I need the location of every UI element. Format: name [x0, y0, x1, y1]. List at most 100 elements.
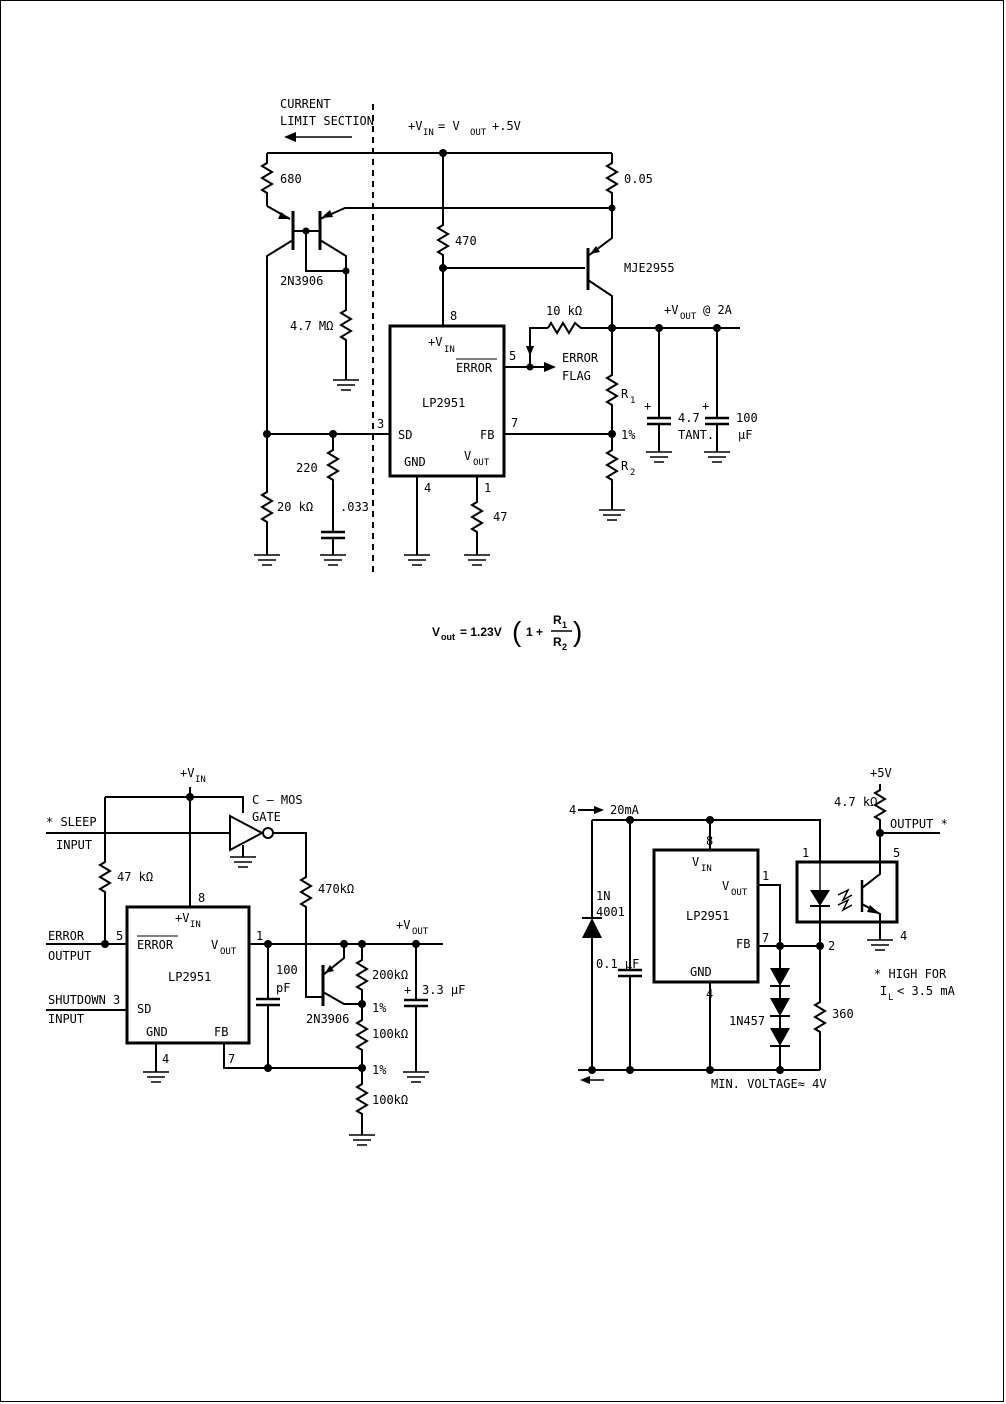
r10k-label: 10 kΩ: [546, 304, 582, 318]
current-label: 20mA: [610, 803, 640, 817]
chip-sd-label: SD: [398, 428, 412, 442]
svg-text:+: +: [644, 399, 651, 413]
svg-text:= 1.23V: = 1.23V: [460, 625, 502, 639]
diode-part-label: 4001: [596, 905, 625, 919]
resistor-680: [260, 153, 274, 206]
transistor-mje2955: [586, 208, 613, 328]
c100pf-label: 100: [276, 963, 298, 977]
r47-label: 47: [493, 510, 507, 524]
lp2951-chip: [652, 848, 760, 984]
r1-label: R: [621, 387, 629, 401]
pin1-opto-label: 1: [802, 846, 809, 860]
svg-text:OUT: OUT: [220, 947, 237, 957]
svg-text:R: R: [553, 613, 562, 627]
svg-text:+V: +V: [180, 766, 194, 780]
c033-label: .033: [340, 500, 369, 514]
svg-text:= V: = V: [438, 119, 460, 133]
svg-text:+: +: [702, 399, 709, 413]
chip-vin-label: +V: [428, 335, 442, 349]
figure-current-limited-regulator: CURRENT LIMIT SECTION +V IN = V OUT +.5V…: [253, 97, 758, 574]
chip-vin-label: +V: [175, 911, 189, 925]
svg-text:IN: IN: [423, 128, 434, 138]
pin2-label: 2: [828, 939, 835, 953]
optocoupler-phototransistor: [860, 862, 881, 940]
vout-label: +V OUT: [396, 918, 429, 937]
resistor-r2: [605, 434, 619, 510]
capacitor-100pf: [256, 944, 280, 1068]
top-wire: [105, 796, 244, 813]
pin1-label: 1: [484, 481, 491, 495]
chip-name: LP2951: [686, 909, 729, 923]
svg-text:+: +: [404, 983, 411, 997]
lp2951-chip: [125, 905, 251, 1045]
capacitor-033: [321, 530, 345, 555]
vin-label: +V IN: [180, 766, 206, 785]
vin-equation-label: +V IN = V OUT +.5V: [408, 119, 521, 138]
svg-text:I: I: [880, 984, 887, 998]
q-label: 2N3906: [306, 1012, 349, 1026]
resistor-360: [813, 946, 827, 1070]
resistor-4-7k: [873, 784, 887, 862]
r470-label: 470: [455, 234, 477, 248]
error-flag-label-2: FLAG: [562, 369, 591, 383]
pin5-label: 5: [509, 349, 516, 363]
svg-text:1 +: 1 +: [526, 625, 543, 639]
pin5-label: 5: [116, 929, 123, 943]
resistor-47: [470, 476, 484, 555]
resistor-470: [436, 153, 450, 326]
error-flag-label: ERROR: [562, 351, 599, 365]
resistor-200k: [355, 944, 369, 1004]
svg-text:+V: +V: [408, 119, 422, 133]
svg-text:+V: +V: [396, 918, 410, 932]
q-pair-label: 2N3906: [280, 274, 323, 288]
c100pf-unit-label: pF: [276, 981, 290, 995]
pin4-label: 4: [162, 1052, 169, 1066]
c100-unit-label: µF: [738, 428, 752, 442]
v5-label: +5V: [870, 766, 892, 780]
lp2951-chip: [388, 324, 506, 478]
c47-label: 4.7: [678, 411, 700, 425]
chip-sd-label: SD: [137, 1002, 151, 1016]
svg-text:OUT: OUT: [473, 458, 490, 468]
c47-tant-label: TANT.: [678, 428, 714, 442]
figure-optocoupler-regulator: +5V 4.7 kΩ OUTPUT * 4 20mA 8 1N 4001: [569, 766, 956, 1091]
cmos-inverter-gate: [229, 814, 274, 857]
svg-text:OUT: OUT: [680, 312, 697, 322]
cmos-gate-label: GATE: [252, 810, 281, 824]
min-voltage-label: MIN. VOLTAGE≈ 4V: [711, 1077, 827, 1091]
pin4-top-label: 4: [569, 803, 576, 817]
pin5-label: 5: [893, 846, 900, 860]
r360-label: 360: [832, 1007, 854, 1021]
pin4-opto-label: 4: [900, 929, 907, 943]
pin3-label: 3: [377, 417, 384, 431]
resistor-0-05: [605, 153, 619, 208]
svg-text:V: V: [432, 625, 440, 639]
capacitor-100uf: +: [702, 328, 729, 452]
current-limit-label: CURRENT: [280, 97, 331, 111]
vout-wire: [758, 884, 781, 946]
mje2955-label: MJE2955: [624, 261, 675, 275]
c100-label: 100: [736, 411, 758, 425]
capacitor-3-3uf: +: [404, 944, 428, 1072]
resistor-470k: [299, 870, 323, 998]
r47k-label: 4.7 kΩ: [834, 795, 877, 809]
chip-gnd-label: GND: [690, 965, 712, 979]
capacitor-0-1uf: [618, 820, 642, 1070]
svg-text:1: 1: [630, 396, 635, 406]
optocoupler-led: [810, 862, 853, 946]
diode-string-label: 1N457: [729, 1014, 765, 1028]
svg-text:IN: IN: [195, 775, 206, 785]
pct-label-1: 1%: [372, 1001, 387, 1015]
svg-text:OUT: OUT: [470, 128, 487, 138]
ground-symbol: [332, 379, 360, 391]
diode-1n4001: [582, 820, 602, 1070]
svg-text:IN: IN: [444, 345, 455, 355]
cmos-label: C – MOS: [252, 793, 303, 807]
svg-text:1: 1: [562, 620, 567, 630]
r470k-label: 470kΩ: [318, 882, 354, 896]
pin4-label: 4: [424, 481, 431, 495]
gate-out-wire: [273, 832, 307, 870]
svg-text:IN: IN: [701, 864, 712, 874]
svg-text:(: (: [512, 616, 522, 647]
